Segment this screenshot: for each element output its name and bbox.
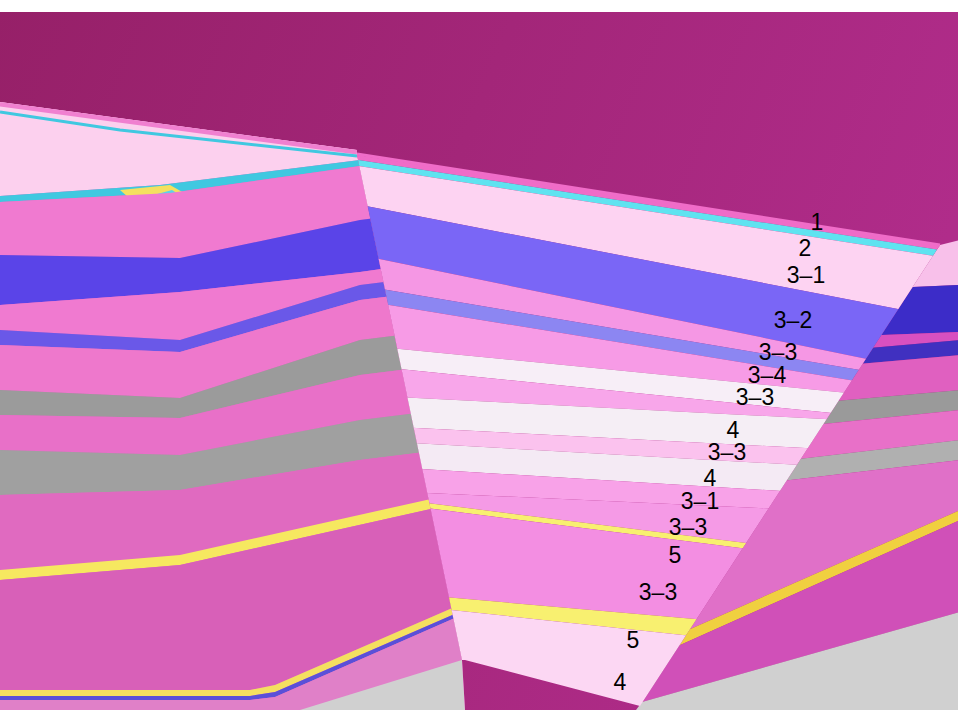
layer-label: 3–3 — [759, 341, 797, 364]
layer-label: 5 — [669, 544, 682, 567]
layer-label: 3–3 — [639, 581, 677, 604]
layer-label: 1 — [811, 211, 824, 234]
layer-label: 3–3 — [708, 441, 746, 464]
centre-section — [340, 140, 958, 710]
layer-label: 3–3 — [736, 386, 774, 409]
layer-label: 4 — [727, 419, 740, 442]
layer-label: 4 — [614, 671, 627, 694]
layer-label: 4 — [704, 467, 717, 490]
layer-label: 3–2 — [774, 309, 812, 332]
frame-edge — [0, 0, 958, 12]
layer-label: 3–3 — [669, 516, 707, 539]
layer-label: 3–4 — [748, 364, 786, 387]
layer-label: 5 — [627, 629, 640, 652]
section-top-edge — [357, 154, 940, 245]
layer-label: 2 — [799, 237, 812, 260]
layer-label: 3–1 — [787, 264, 825, 287]
layer-label: 3–1 — [681, 490, 719, 513]
